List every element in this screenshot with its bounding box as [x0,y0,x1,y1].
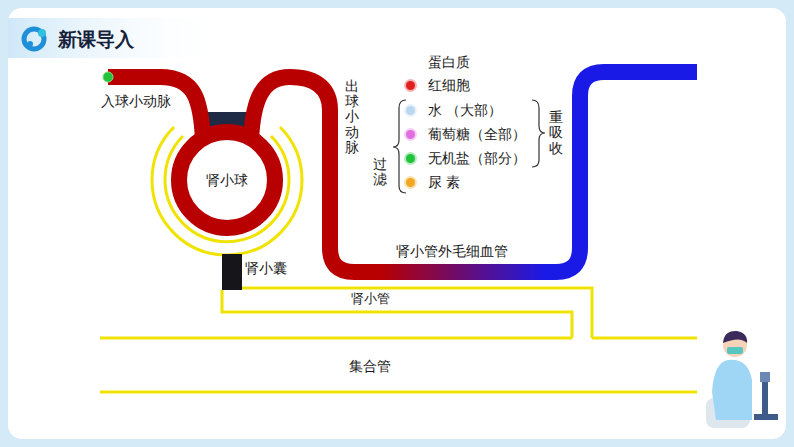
reabsorption-label: 重吸收 [549,110,563,156]
capsule-neck [222,254,242,290]
efferent-arteriole-label: 出球小动脉 [345,79,359,156]
protein-label: 蛋白质 [428,54,470,71]
slide-title: 新课导入 [58,27,134,53]
collecting-duct [100,338,697,392]
bowman-capsule [152,127,302,255]
legend-swatch [406,81,415,90]
capillary-label: 肾小管外毛细血管 [396,243,508,260]
inorganic-salt-particle [103,72,113,82]
renal-tubule [222,288,592,338]
legend-swatch [406,178,415,187]
afferent-arteriole-label: 入球小动脉 [101,93,171,110]
header-strip [8,18,228,58]
capsule-label: 肾小囊 [245,260,287,277]
glomerulus: 肾小球 [202,169,252,192]
reabsorb-brace [532,100,545,167]
legend-text: 葡萄糖（全部） [428,126,526,143]
legend-text: 尿 素 [428,174,460,191]
scientist-figure [706,331,778,428]
filter-brace [393,100,406,193]
legend-text: 红细胞 [428,77,470,94]
legend-swatch [406,106,415,115]
legend-text: 无机盐（部分） [428,150,526,167]
blood-vessel [108,72,697,272]
tubule-label: 肾小管 [351,291,390,307]
legend-swatch [406,154,415,163]
logo-icon [24,29,46,49]
collecting-duct-label: 集合管 [349,358,391,375]
node-label: 肾小球 [206,172,248,189]
filtration-label: 过滤 [373,157,387,188]
legend-text: 水 （大部） [428,102,502,119]
legend-swatch [406,130,415,139]
